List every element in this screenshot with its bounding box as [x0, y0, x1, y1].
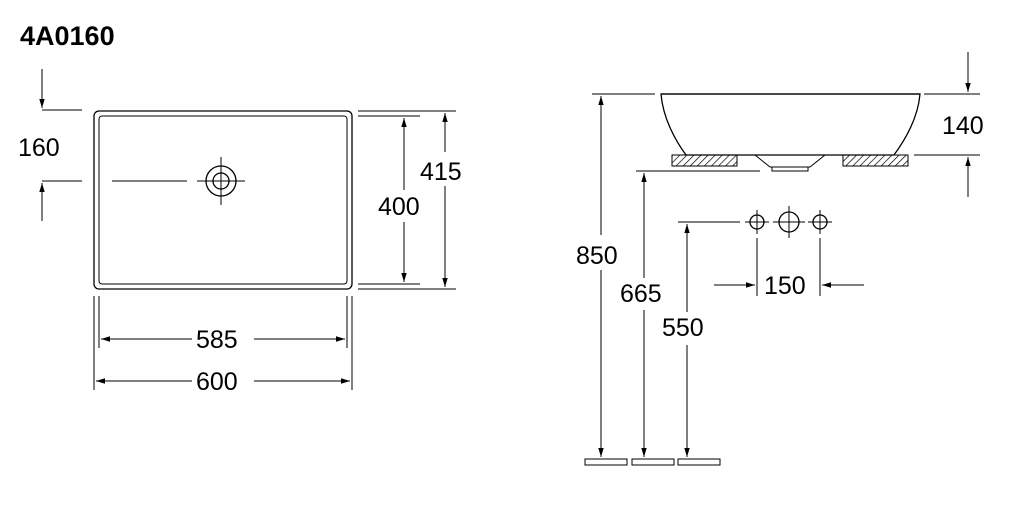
countertop-left	[671, 154, 738, 167]
dim-outer-width: 600	[196, 368, 238, 396]
dim-overflow-offset: 160	[18, 134, 60, 162]
floor-block-1	[584, 458, 628, 466]
dim-counter-height: 665	[620, 280, 662, 308]
basin-inner-outline	[98, 115, 348, 285]
floor-block-2	[631, 458, 675, 466]
dim-tap-spacing: 150	[764, 272, 806, 300]
dim-bowl-height: 140	[942, 112, 984, 140]
model-number: 4A0160	[20, 21, 115, 51]
dim-tap-height: 550	[662, 314, 704, 342]
floor-block-3	[677, 458, 721, 466]
countertop-right	[842, 154, 909, 167]
dim-inner-width: 585	[196, 326, 238, 354]
dim-outer-depth: 415	[420, 158, 462, 186]
tap-hole-icon	[745, 206, 832, 238]
dim-rim-height: 850	[576, 242, 618, 270]
waste-outlet-icon	[112, 157, 245, 205]
basin-outer-outline	[93, 110, 353, 290]
basin-bowl-profile	[660, 93, 921, 156]
side-view: 140 850 665 550	[576, 52, 984, 466]
dim-inner-depth: 400	[378, 193, 420, 221]
top-view: 160 400 415 585 600	[18, 69, 462, 396]
